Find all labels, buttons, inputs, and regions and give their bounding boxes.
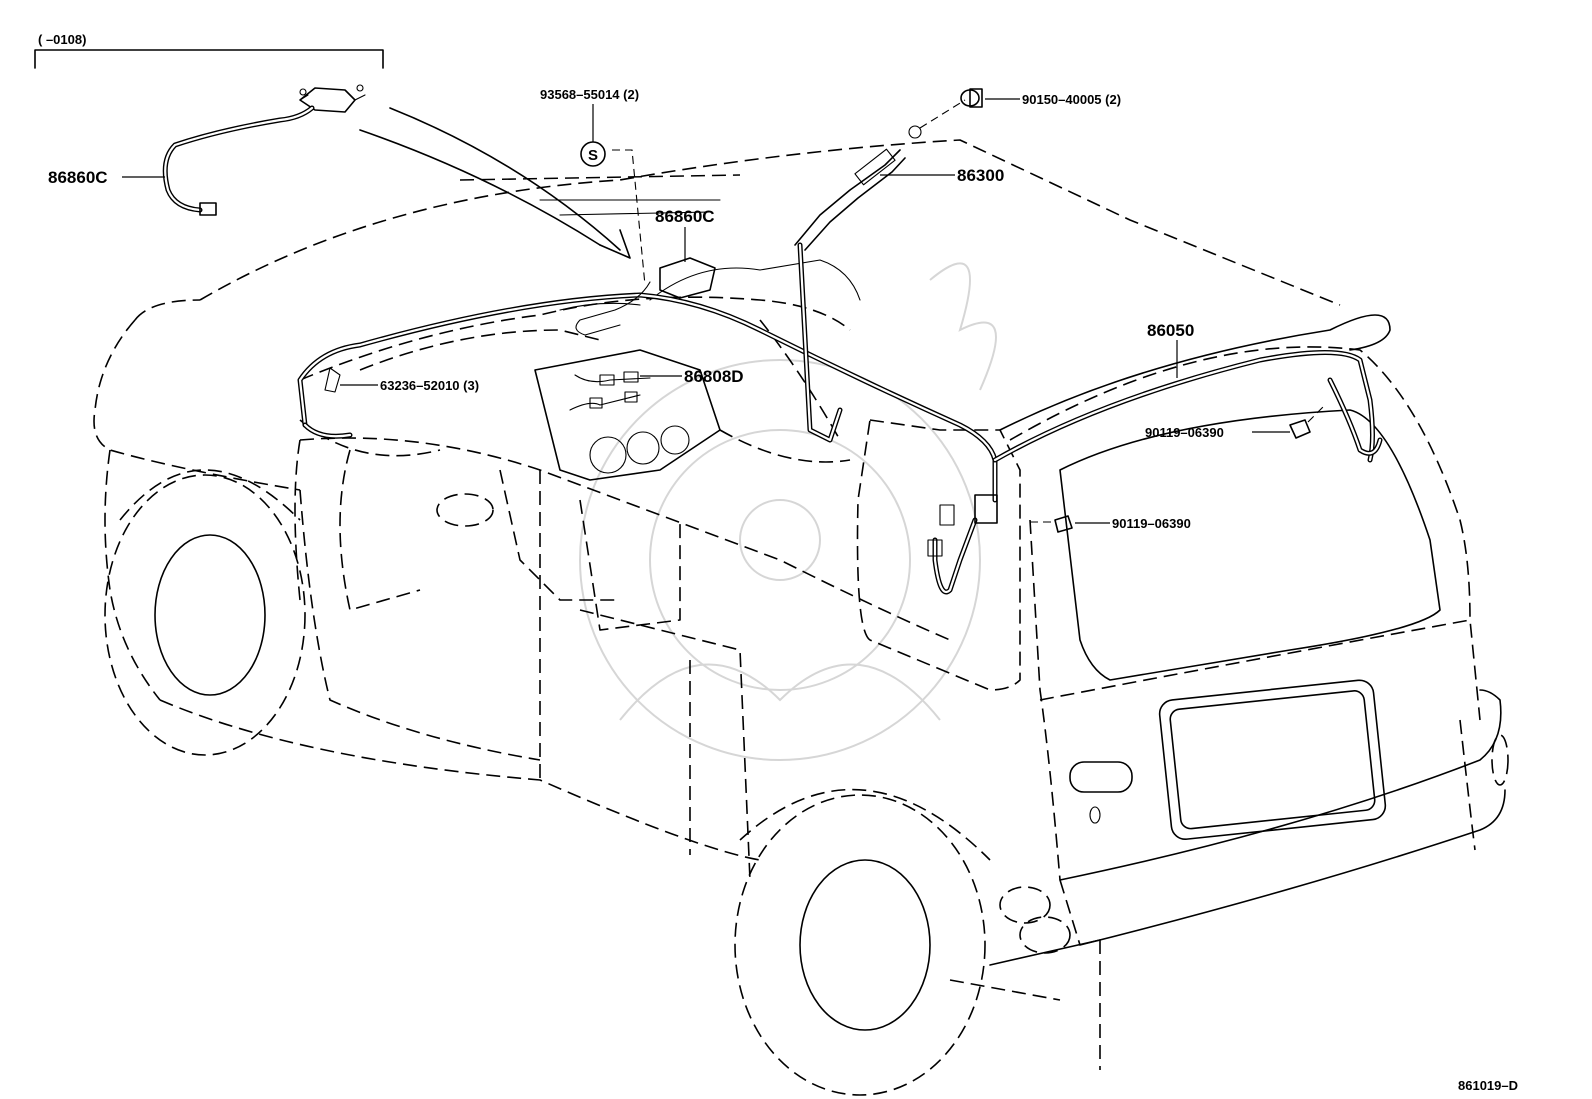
callout-90119-06390-lower: 90119–06390 — [1112, 516, 1191, 531]
leader-lines — [122, 98, 1290, 524]
watermark-emblem — [579, 262, 997, 761]
callout-86808d: 86808D — [684, 367, 744, 386]
callout-90150-40005: 90150–40005 (2) — [1022, 92, 1121, 107]
callout-86300: 86300 — [957, 166, 1004, 185]
vehicle-outline — [93, 139, 1509, 1096]
diagram-id: 861019–D — [1458, 1078, 1518, 1093]
callout-labels: ( –0108) 86860C 93568–55014 (2) 90150–40… — [38, 32, 1518, 1093]
amplifier-assembly — [324, 257, 716, 411]
antenna-cord-86050 — [297, 242, 1383, 595]
callout-63236-52010: 63236–52010 (3) — [380, 378, 479, 393]
callout-93568-55014: 93568–55014 (2) — [540, 87, 639, 102]
svg-text:S: S — [588, 147, 598, 164]
callout-90119-06390-upper: 90119–06390 — [1145, 425, 1224, 440]
vehicle-interior — [294, 174, 861, 631]
inset-cable-assembly — [34, 49, 631, 259]
date-range-label: ( –0108) — [38, 32, 86, 47]
clip-90119-parts — [1030, 404, 1326, 533]
nut-90150 — [960, 88, 983, 108]
callout-86860c-inset: 86860C — [48, 168, 108, 187]
callout-86860c: 86860C — [655, 207, 715, 226]
antenna-rod-86300 — [794, 99, 966, 251]
callout-86050: 86050 — [1147, 321, 1194, 340]
